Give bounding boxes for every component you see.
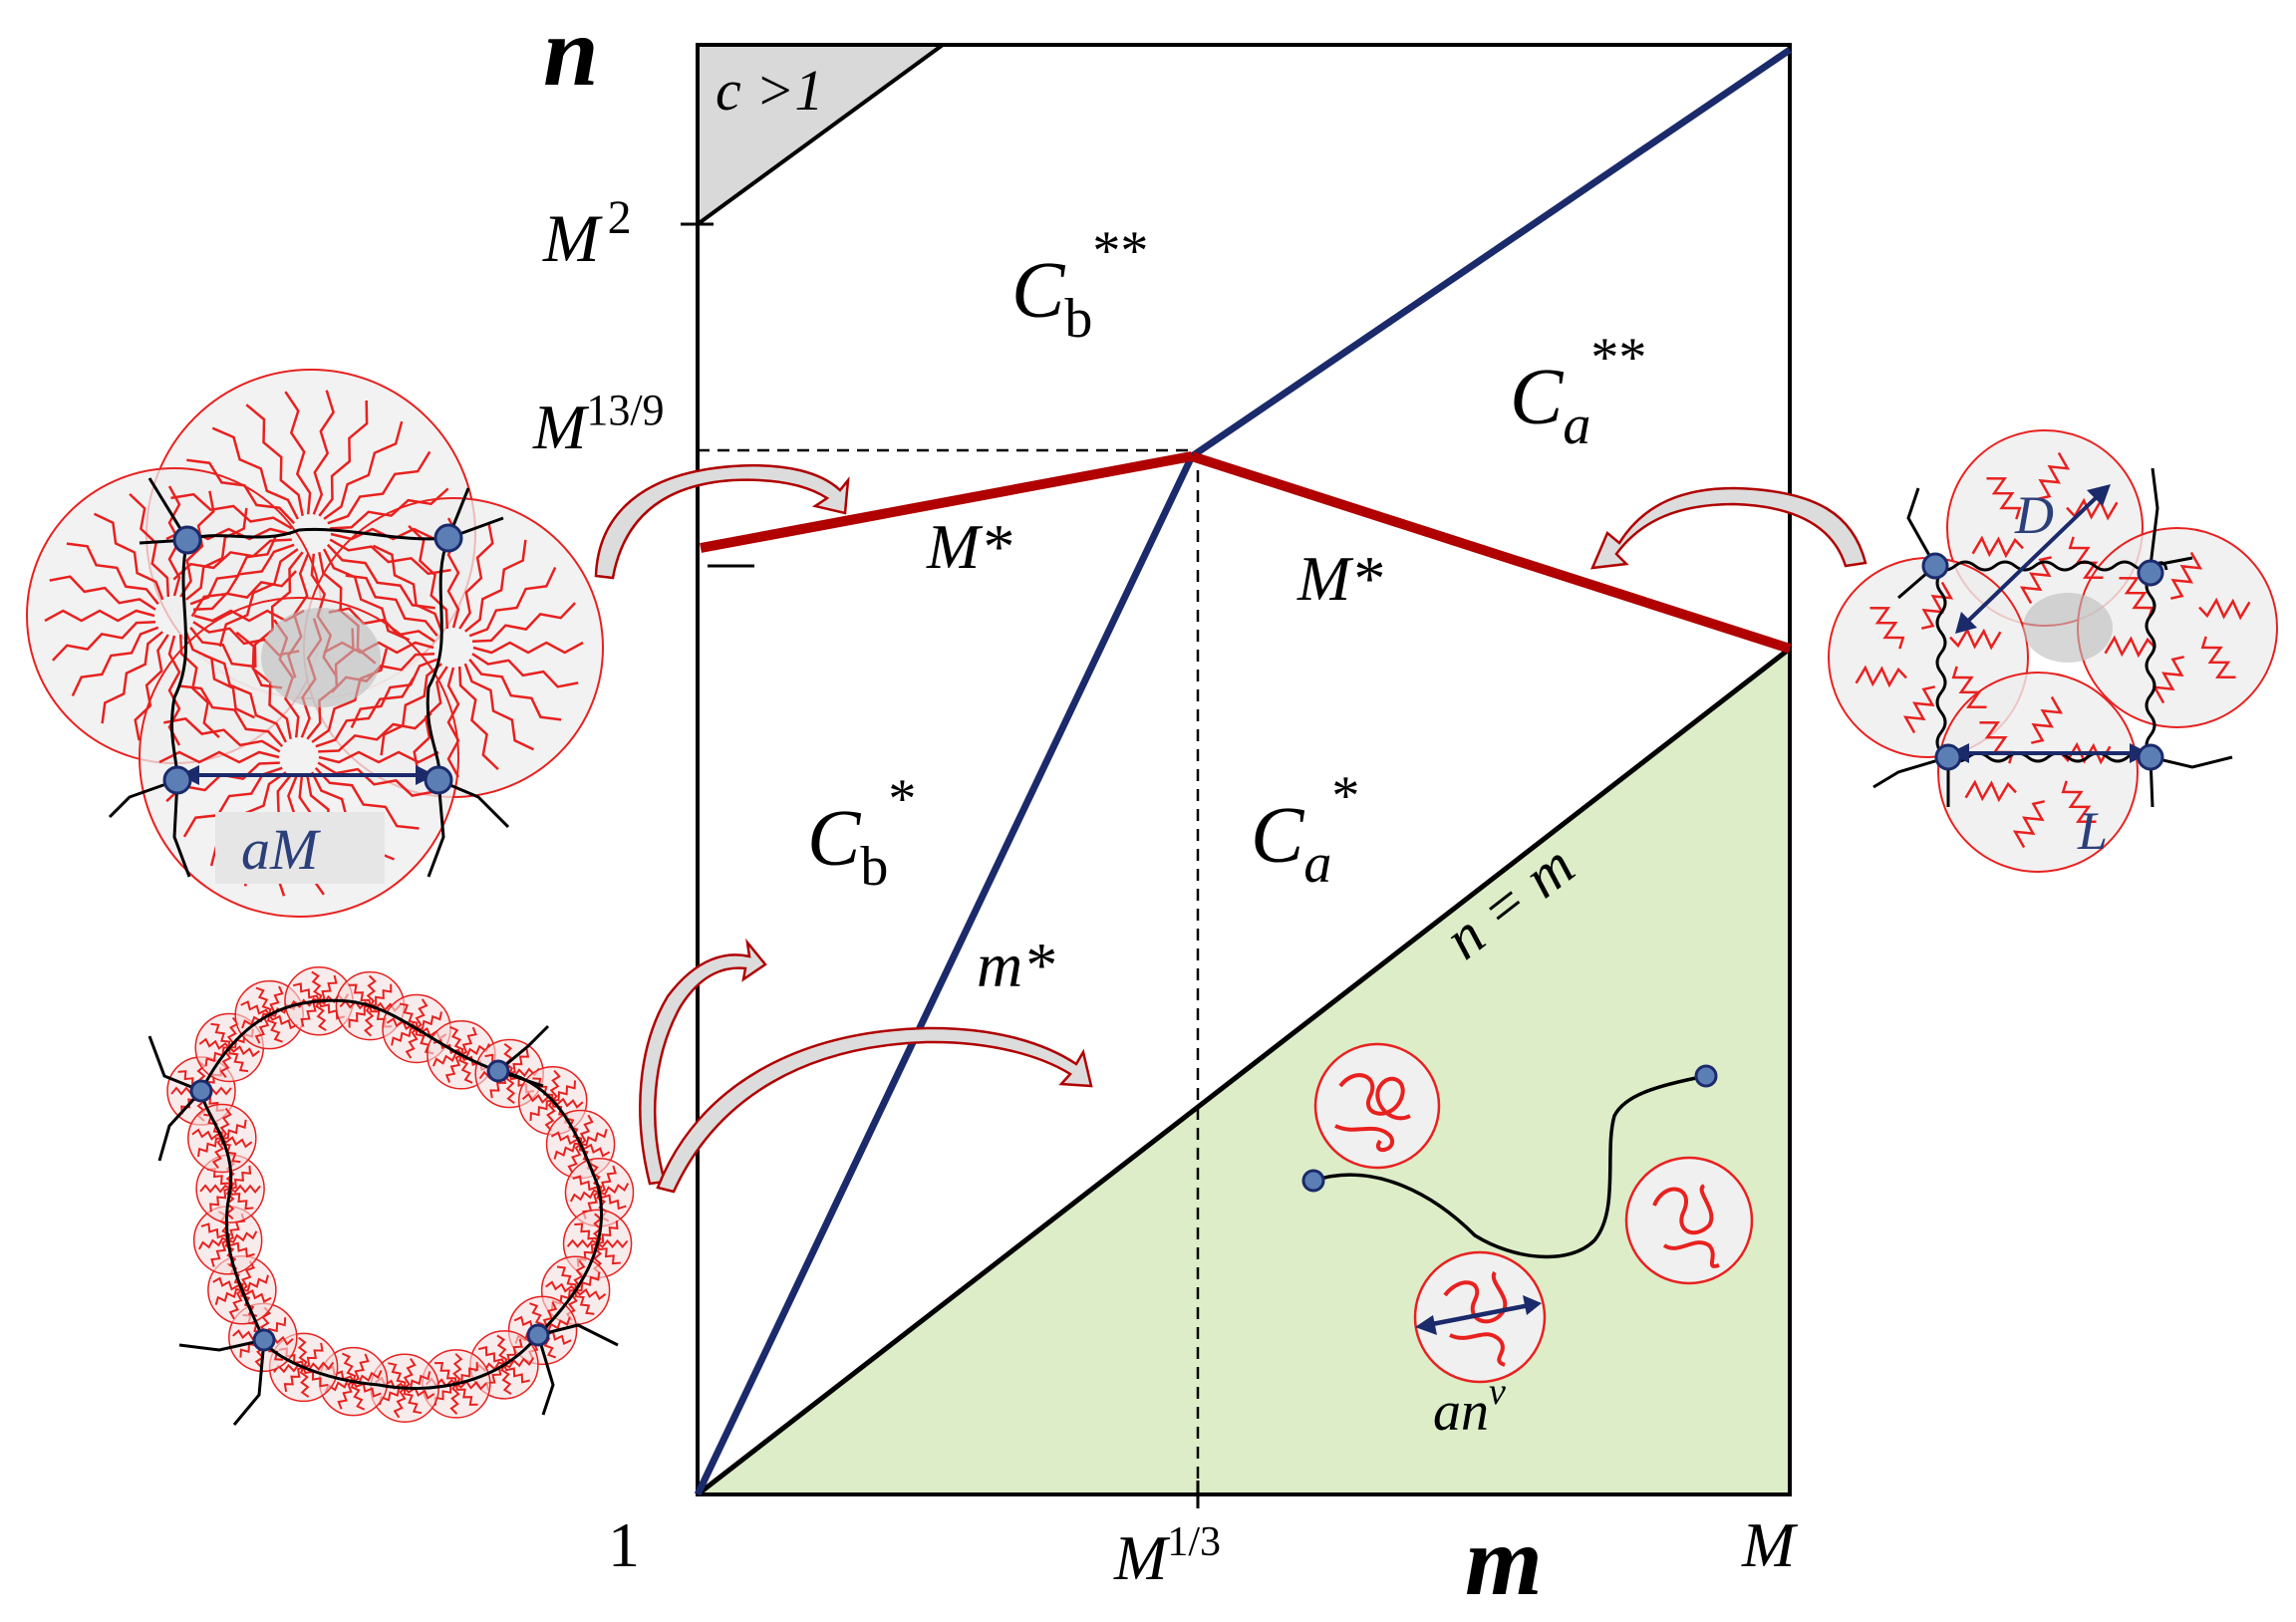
y-axis-symbol: n: [543, 0, 599, 107]
region-labels: c >1 Cb** Ca** Cb* Ca*: [716, 58, 1646, 898]
Cb-s-sub: b: [860, 836, 888, 898]
Ca-ss-sup: **: [1590, 327, 1646, 389]
x-mid-base: M: [1113, 1522, 1171, 1593]
inset-bottom-right-backbone: [1312, 1074, 1707, 1259]
main-plot: [681, 43, 1792, 1508]
inset-top-left: aM: [26, 369, 604, 918]
label-Cb-double-star: Cb**: [1011, 220, 1148, 350]
an-nu-sup: ν: [1489, 1371, 1506, 1413]
inset-bottom-right: anν: [1301, 1042, 1754, 1443]
inset-bottom-left-beads: [166, 966, 635, 1423]
label-c-gt-1: c >1: [716, 58, 823, 123]
D-label: D: [2014, 485, 2054, 545]
inset-top-right: D L: [1828, 429, 2278, 873]
Ca-ss-base: C: [1510, 354, 1565, 441]
y-tick-label-M13-9: M13/9: [532, 386, 665, 462]
arrow-to-Ca-star: [656, 1026, 1093, 1194]
label-Ca-star: Ca*: [1251, 765, 1359, 895]
arrow-to-M-star-left: [594, 464, 850, 580]
inset-bottom-left-backbone: [199, 998, 603, 1390]
line-m-star: [694, 454, 1196, 1496]
curved-arrows: [594, 464, 1867, 1194]
inset-top-right-side-chains: [1855, 451, 2251, 849]
y-tick-M13-9-base: M: [532, 392, 590, 462]
inset-bottom-right-coils: [1334, 1073, 1720, 1367]
aM-label: aM: [241, 817, 321, 882]
Ca-s-base: C: [1251, 792, 1305, 880]
label-M-star-left: M*: [926, 511, 1011, 582]
plot-frame: [696, 43, 1792, 1496]
arrow-to-Cb-star: [639, 938, 767, 1186]
x-end-label: M: [1741, 1509, 1799, 1580]
c-gt-1-boundary: [696, 43, 945, 226]
label-Ca-double-star: Ca**: [1510, 327, 1646, 456]
Cb-ss-base: C: [1011, 247, 1066, 335]
Cb-ss-sup: **: [1092, 220, 1148, 282]
an-nu-base: an: [1433, 1381, 1489, 1443]
an-nu-arrow: [1426, 1302, 1531, 1328]
label-M-star-right: M*: [1296, 543, 1382, 614]
inset-top-right-backbone: [1872, 467, 2233, 808]
Cb-s-sup: *: [888, 768, 916, 830]
inset-bottom-left-free-ends: [147, 1024, 619, 1426]
Ca-s-sub: a: [1303, 833, 1331, 895]
aM-label-box: [215, 812, 385, 884]
line-upper-blue: [1190, 47, 1792, 459]
y-tick-M13-9-sup: 13/9: [586, 386, 664, 434]
line-labels: M* M* m* n = m: [926, 511, 1586, 1000]
x-mid-label: M1/3: [1113, 1519, 1221, 1593]
x-axis-symbol: m: [1465, 1505, 1543, 1616]
line-M-star-left: [700, 451, 1193, 553]
an-nu-label: anν: [1433, 1371, 1506, 1443]
x-mid-sup: 1/3: [1167, 1519, 1221, 1565]
origin-label: 1: [608, 1509, 640, 1580]
inset-bottom-right-nodes: [1301, 1064, 1718, 1193]
inset-top-left-nodes: [162, 523, 463, 795]
line-M-star-right: [1190, 451, 1792, 654]
Cb-s-base: C: [807, 795, 862, 883]
y-tick-M2-sup: 2: [608, 191, 632, 244]
arrow-to-M-star-right: [1589, 486, 1867, 570]
inset-top-left-backbone: [108, 477, 510, 878]
inset-bottom-left-nodes: [189, 1059, 550, 1352]
inset-top-right-nodes: [1921, 552, 2164, 771]
label-m-star: m*: [977, 930, 1054, 1000]
inset-top-left-side-chains: [44, 390, 584, 897]
label-Cb-star: Cb*: [807, 768, 916, 898]
y-tick-M2-base: M: [542, 200, 603, 276]
L-label: L: [2077, 801, 2108, 861]
line-n-equals-m: [696, 647, 1792, 1496]
Ca-ss-sub: a: [1563, 395, 1590, 456]
Cb-ss-sub: b: [1064, 288, 1092, 350]
inset-bottom-left: [147, 966, 635, 1426]
Ca-s-sup: *: [1331, 765, 1359, 827]
D-arrow: [1961, 491, 2103, 628]
